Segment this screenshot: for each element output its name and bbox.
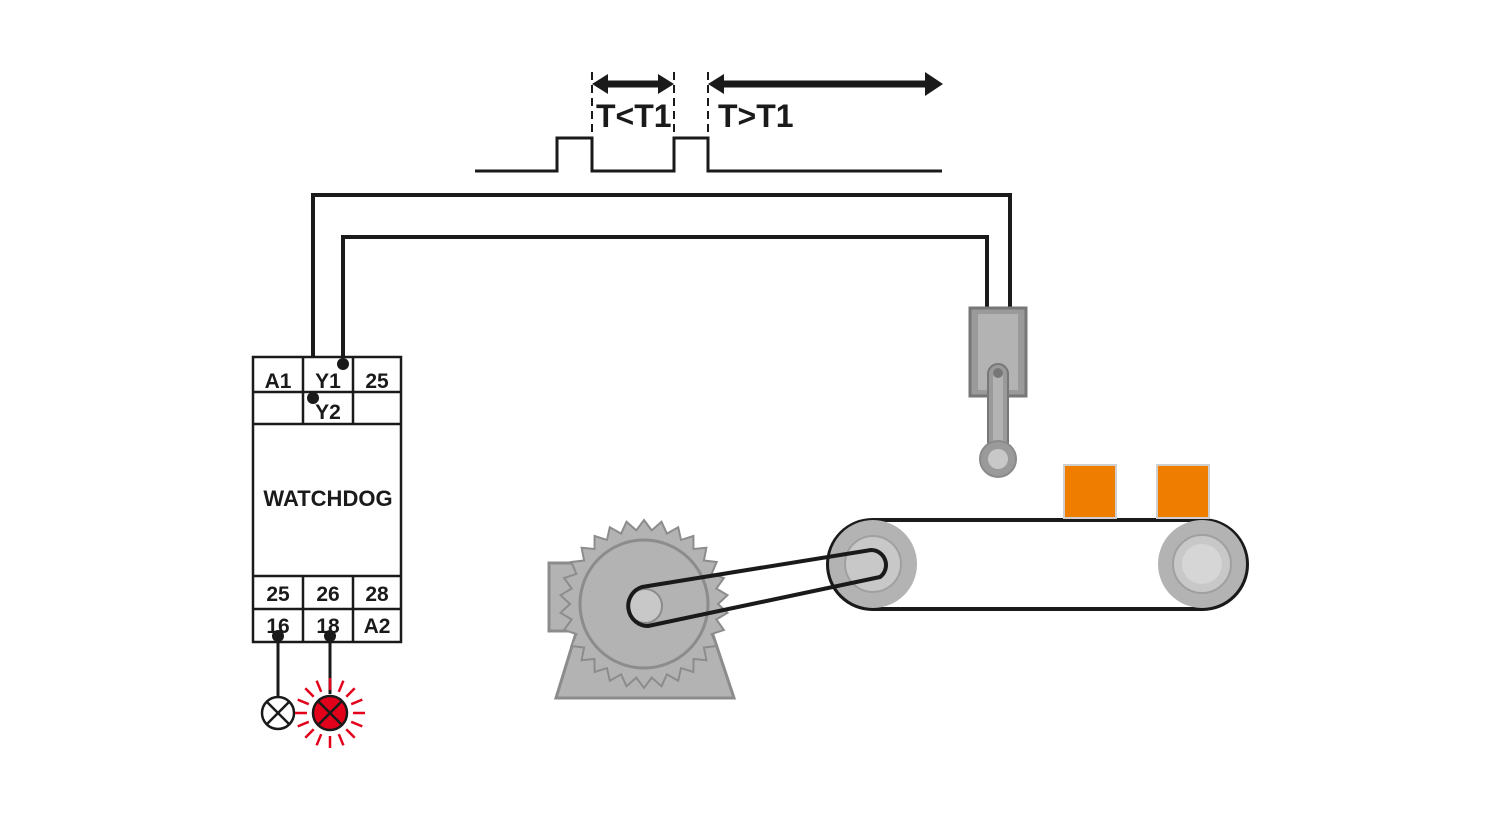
- relay-title: WATCHDOG: [263, 486, 392, 511]
- terminal-y2: Y2: [315, 401, 341, 424]
- drive-belt: [626, 548, 888, 628]
- glow-ray: [345, 687, 356, 698]
- connection-dot-16: [272, 630, 284, 642]
- lamp-off-icon: [260, 695, 296, 731]
- long-interval-label: T>T1: [718, 98, 794, 134]
- glow-ray: [350, 720, 363, 728]
- glow-ray: [304, 687, 315, 698]
- terminal-26: 26: [316, 583, 339, 606]
- terminal-25-top: 25: [365, 370, 389, 393]
- motor: [547, 518, 737, 700]
- drive-pulley: [829, 520, 917, 608]
- pulse-signal: [475, 136, 942, 173]
- long-interval-arrow: [708, 72, 943, 96]
- lamp-wiring: [276, 636, 332, 696]
- terminal-a1: A1: [265, 370, 292, 393]
- connection-dot-18: [324, 630, 336, 642]
- glow-ray: [315, 733, 323, 746]
- glow-ray: [297, 720, 310, 728]
- package-box: [1063, 464, 1117, 519]
- timing-diagram: T<T1 T>T1: [475, 72, 943, 173]
- terminal-a2: A2: [364, 615, 391, 638]
- connection-dot-y2: [307, 392, 319, 404]
- glow-ray: [304, 728, 315, 739]
- glow-ray: [337, 680, 345, 693]
- conveyor: [626, 464, 1249, 628]
- wire-y2: [311, 193, 1012, 398]
- relay-labels: A1 Y1 25 Y2 WATCHDOG 25 26 28 16 18 A2: [263, 370, 392, 638]
- glow-ray: [350, 698, 363, 706]
- terminal-25: 25: [266, 583, 290, 606]
- watchdog-relay: [251, 355, 403, 644]
- terminal-16: 16: [266, 615, 289, 638]
- proximity-sensor: [968, 306, 1028, 478]
- lamp-on-icon: [295, 678, 365, 748]
- connection-dot-y1: [337, 358, 349, 370]
- glow-ray: [337, 733, 345, 746]
- lamp-glow-rays: [295, 678, 365, 748]
- conveyor-belt: [826, 518, 1249, 611]
- glow-ray: [315, 680, 323, 693]
- short-interval-arrow: [592, 74, 674, 94]
- terminal-28: 28: [365, 583, 389, 606]
- glow-ray: [345, 728, 356, 739]
- short-interval-label: T<T1: [596, 98, 672, 134]
- package-box: [1156, 464, 1210, 519]
- glow-ray: [297, 698, 310, 706]
- wire-y1: [341, 235, 989, 364]
- terminal-y1: Y1: [315, 370, 341, 393]
- sensor-wiring: [311, 193, 1012, 398]
- idler-pulley: [1158, 520, 1246, 608]
